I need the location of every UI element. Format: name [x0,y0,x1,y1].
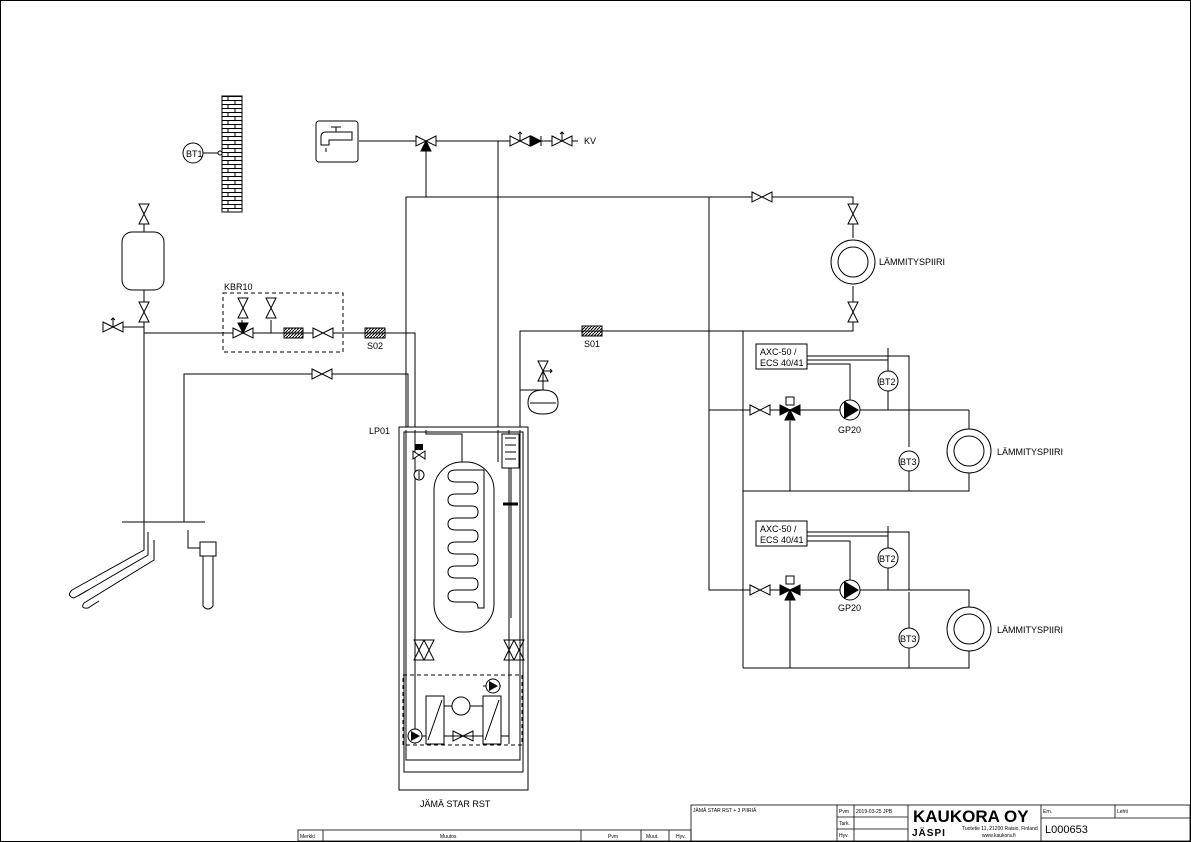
col-lehti: Lehti [1117,809,1128,815]
circulation-pump-gp20-1 [839,399,861,421]
gate-valve-16 [413,639,425,661]
controller-1-line2: ECS 40/41 [760,358,804,368]
heating-circuit-radiator-1-inner [953,435,985,467]
mixing-valve-circuit-2 [779,575,801,601]
unit-pressure-gauge [413,469,425,481]
rev-pvm: Pvm [608,834,618,840]
gate-valve-3 [138,301,150,323]
title-block [690,804,1191,842]
title-text: JÄMÄ STAR RST + 3 PIIRIÄ [693,807,757,814]
kbr10-filter [283,327,304,339]
bt1-label: BT1 [186,149,203,159]
company-logo: KAUKORA OY [913,807,1029,826]
unit-diverting-valve [412,444,426,460]
gate-valve-6 [312,327,334,339]
gate-valve-7 [311,368,333,380]
bt3-sensor-2 [898,627,920,649]
date-text: 2019-03-25 JPB [856,809,893,815]
kbr10-label: KBR10 [224,282,253,292]
kbr10-filling-unit [222,292,344,353]
gate-valve-14 [749,404,771,416]
rev-muutos: Muutos [440,834,457,840]
s02-filter [364,327,386,339]
unit-circulation-pump-2 [407,728,423,744]
col-ern: Ern. [1043,809,1052,815]
gp20-label-1: GP20 [838,425,861,435]
kbr10-three-way-valve [232,322,254,339]
heating-circuit-radiator-2-inner [953,613,985,645]
bt2-label-2: BT2 [879,554,896,564]
heat-pump-unit [398,426,529,791]
gp20-label-2: GP20 [838,603,861,613]
kv-label: KV [584,136,596,146]
mixing-valve-tapwater [415,135,437,152]
unit-label: JÄMÄ STAR RST [420,799,491,809]
gate-valve-17 [423,639,435,661]
rev-hyv: Hyv. [676,834,686,840]
s02-label: S02 [367,341,383,351]
brine-expansion-vessel [121,231,165,291]
row-hyv: Hyv. [839,833,849,839]
document-number: L000653 [1045,824,1088,836]
bt2-sensor-1 [877,370,899,392]
outdoor-sensor [182,142,223,164]
bt3-label-1: BT3 [900,457,917,467]
vent-arrow-1 [110,317,116,327]
brand-logo: JÄSPI [912,826,946,839]
outdoor-wall [221,95,243,213]
heating-expansion-vessel [527,372,559,415]
valve-group [102,131,859,742]
heating-circuit-label-2: LÄMMITYSPIIRI [997,625,1063,635]
bt2-label-1: BT2 [879,377,896,387]
controller-box-2 [755,520,808,547]
website-text: www.kaukora.fi [982,833,1016,839]
rev-muut: Muut. [646,834,659,840]
lp01-label: LP01 [369,426,390,436]
heating-circuit-label-1: LÄMMITYSPIIRI [997,447,1063,457]
row-tark: Tark. [839,821,850,827]
gate-valve-19 [513,639,525,661]
unit-circulation-pump-1 [485,678,501,694]
vent-arrow-8 [517,131,523,141]
mixing-valve-circuit-1 [779,396,801,421]
gate-valve-5 [265,297,277,319]
bt3-label-2: BT3 [900,634,917,644]
non-return-valve [530,135,543,147]
revision-block [297,829,692,842]
bt2-sensor-2 [877,547,899,569]
gate-valve-2 [138,203,150,225]
s01-filter [581,325,603,337]
vent-arrow-9 [559,131,565,141]
controller-box-1 [755,343,808,370]
s01-label: S01 [584,339,600,349]
controller-1-line1: AXC-50 / [760,347,797,357]
gate-valve-4 [237,297,249,319]
address-text: Tuotetie 11, 21200 Raisio, Finland [962,826,1038,832]
gate-valve-11 [847,203,859,225]
heating-circuit-label-top: LÄMMITYSPIIRI [879,257,945,267]
gate-valve-15 [749,584,771,596]
bt3-sensor-1 [898,450,920,472]
hot-water-tap-icon [315,120,359,163]
gate-valve-10 [751,191,773,203]
ground-collector [68,521,217,610]
rev-merkki: Merkki [300,834,315,840]
vent-arrow-13 [543,368,553,374]
heating-circuit-radiator-top-inner [837,246,869,278]
gate-valve-12 [847,301,859,323]
controller-2-line1: AXC-50 / [760,524,797,534]
row-pvm: Pvm [839,809,849,815]
controller-2-line2: ECS 40/41 [760,535,804,545]
circulation-pump-gp20-2 [839,579,861,601]
